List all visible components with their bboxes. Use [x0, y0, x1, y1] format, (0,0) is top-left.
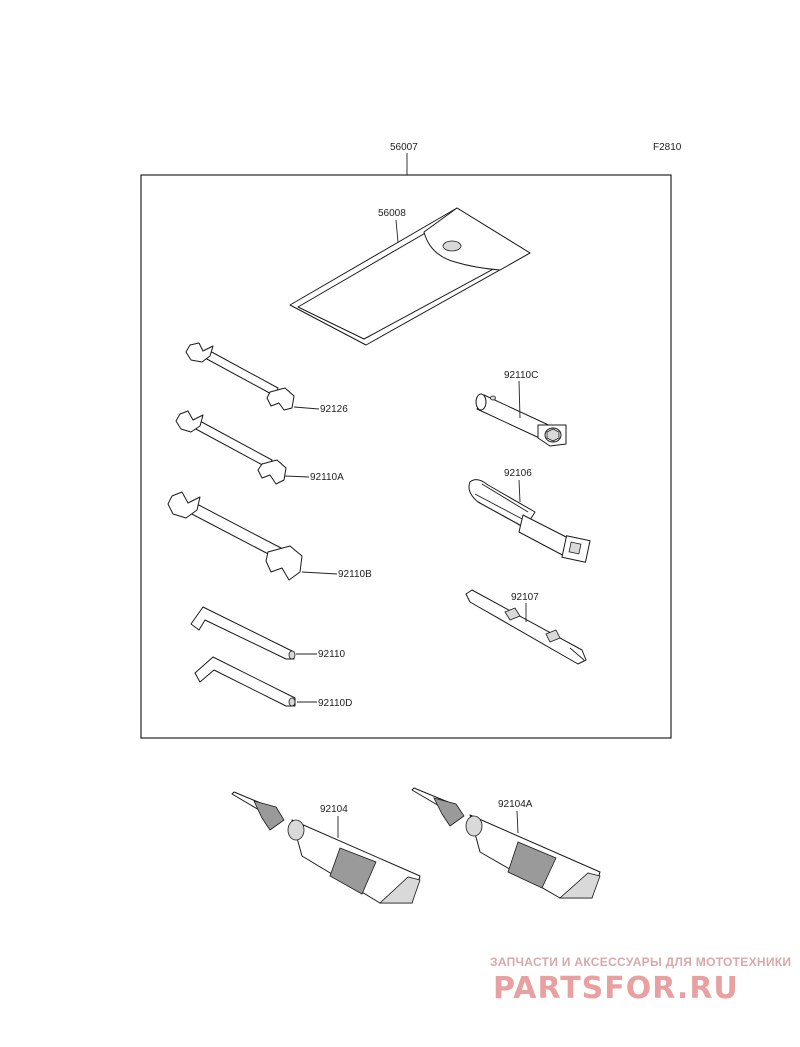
wrench-92110B[interactable] [167, 491, 303, 581]
pouch-label: 56008 [378, 208, 406, 219]
handle-92106-label: 92106 [504, 468, 532, 479]
watermark-tagline: ЗАПЧАСТИ И АКСЕССУАРЫ ДЛЯ МОТОТЕХНИКИ [490, 955, 791, 969]
wrench-92126-leader [293, 406, 320, 410]
screwdriver-92107-label: 92107 [511, 592, 539, 603]
kit-label: 56007 [390, 142, 418, 153]
tube-92104A-label: 92104A [498, 799, 533, 810]
figure-code: F2810 [653, 142, 682, 153]
tube-92104-label: 92104 [320, 804, 348, 815]
wrench-92110A[interactable] [175, 410, 287, 485]
tube-92104[interactable] [231, 791, 421, 904]
hex-key-92110D-label: 92110D [318, 698, 352, 709]
wrench-92110A-leader [284, 475, 310, 478]
watermark-logo: PARTSFOR.RU [493, 971, 739, 1006]
tube-92104A[interactable] [411, 787, 601, 899]
wrench-92126[interactable] [185, 342, 295, 411]
socket-92110C-label: 92110C [504, 370, 538, 381]
wrench-92110B-leader [301, 571, 338, 575]
pouch-56008[interactable] [289, 207, 531, 346]
socket-92110C[interactable] [475, 393, 567, 447]
hex-key-92110D[interactable] [194, 656, 296, 707]
wrench-92126-label: 92126 [320, 404, 348, 415]
screwdriver-92107[interactable] [465, 589, 587, 665]
pouch-leader [395, 219, 399, 243]
hex-key-92110-label: 92110 [318, 649, 346, 660]
handle-92106[interactable] [468, 479, 591, 563]
wrench-92110A-label: 92110A [310, 472, 344, 483]
hex-key-92110[interactable] [190, 606, 296, 660]
socket-92110C-leader [518, 380, 521, 419]
toolkit-frame [140, 174, 672, 739]
tube-92104A-leader [516, 810, 519, 834]
wrench-92110B-label: 92110B [338, 569, 372, 580]
handle-92106-leader [518, 479, 521, 503]
